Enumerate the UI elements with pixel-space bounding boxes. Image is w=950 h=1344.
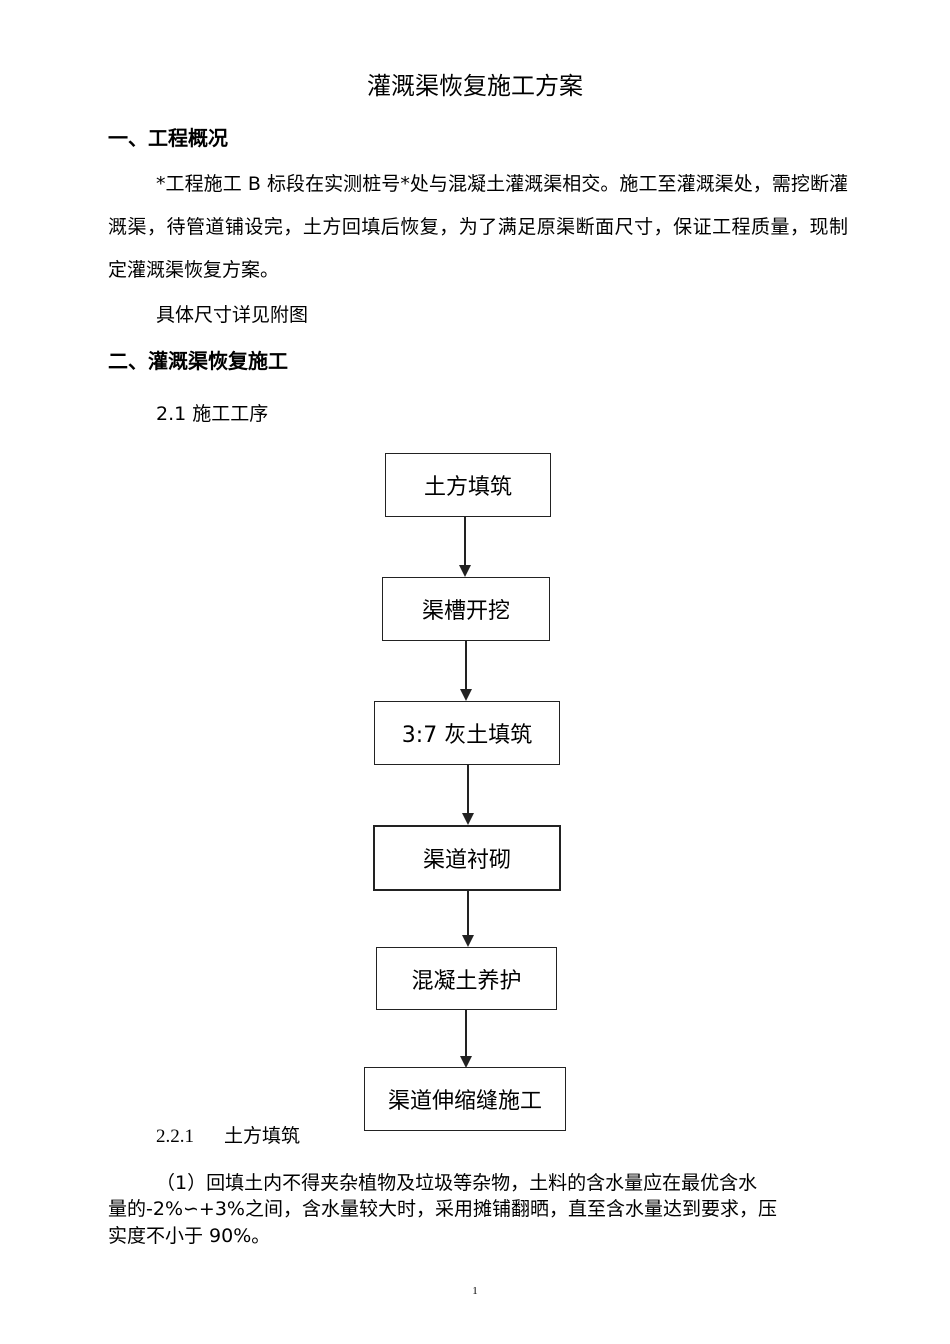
flow-arrow-5 bbox=[460, 1010, 472, 1068]
flow-step-lime-soil-filling: 3:7 灰土填筑 bbox=[374, 701, 560, 765]
flow-step-expansion-joint: 渠道伸缩缝施工 bbox=[364, 1067, 566, 1131]
flow-arrow-3 bbox=[462, 765, 474, 825]
subsection-number: 2.2.1 bbox=[156, 1126, 194, 1147]
flow-step-earth-filling: 土方填筑 bbox=[385, 453, 551, 517]
dimension-note: 具体尺寸详见附图 bbox=[156, 304, 309, 326]
document-title: 灌溉渠恢复施工方案 bbox=[367, 72, 583, 100]
item-1-line-1: （1）回填土内不得夹杂植物及垃圾等杂物，土料的含水量应在最优含水 bbox=[156, 1172, 758, 1194]
overview-paragraph-text: *工程施工 B 标段在实测桩号*处与混凝土灌溉渠相交。施工至灌溉渠处，需挖断灌溉… bbox=[108, 173, 848, 281]
item-1-line-2: 量的-2%∽+3%之间，含水量较大时，采用摊铺翻晒，直至含水量达到要求，压 bbox=[108, 1198, 777, 1220]
flow-arrow-4 bbox=[462, 891, 474, 947]
page-number: 1 bbox=[472, 1285, 478, 1297]
flow-arrow-1 bbox=[459, 517, 471, 577]
subsection-earth-filling: 2.2.1 土方填筑 bbox=[156, 1122, 300, 1151]
flow-step-concrete-curing: 混凝土养护 bbox=[376, 947, 557, 1010]
item-1-line-3: 实度不小于 90%。 bbox=[108, 1225, 271, 1247]
section-heading-overview: 一、工程概况 bbox=[108, 126, 228, 150]
subsection-procedure: 2.1 施工工序 bbox=[156, 403, 269, 425]
flow-step-channel-lining: 渠道衬砌 bbox=[373, 825, 561, 891]
overview-paragraph: *工程施工 B 标段在实测桩号*处与混凝土灌溉渠相交。施工至灌溉渠处，需挖断灌溉… bbox=[108, 163, 848, 292]
section-heading-construction: 二、灌溉渠恢复施工 bbox=[108, 349, 288, 373]
flow-step-trench-excavation: 渠槽开挖 bbox=[382, 577, 550, 641]
subsection-title: 土方填筑 bbox=[224, 1125, 301, 1147]
flow-arrow-2 bbox=[460, 641, 472, 701]
